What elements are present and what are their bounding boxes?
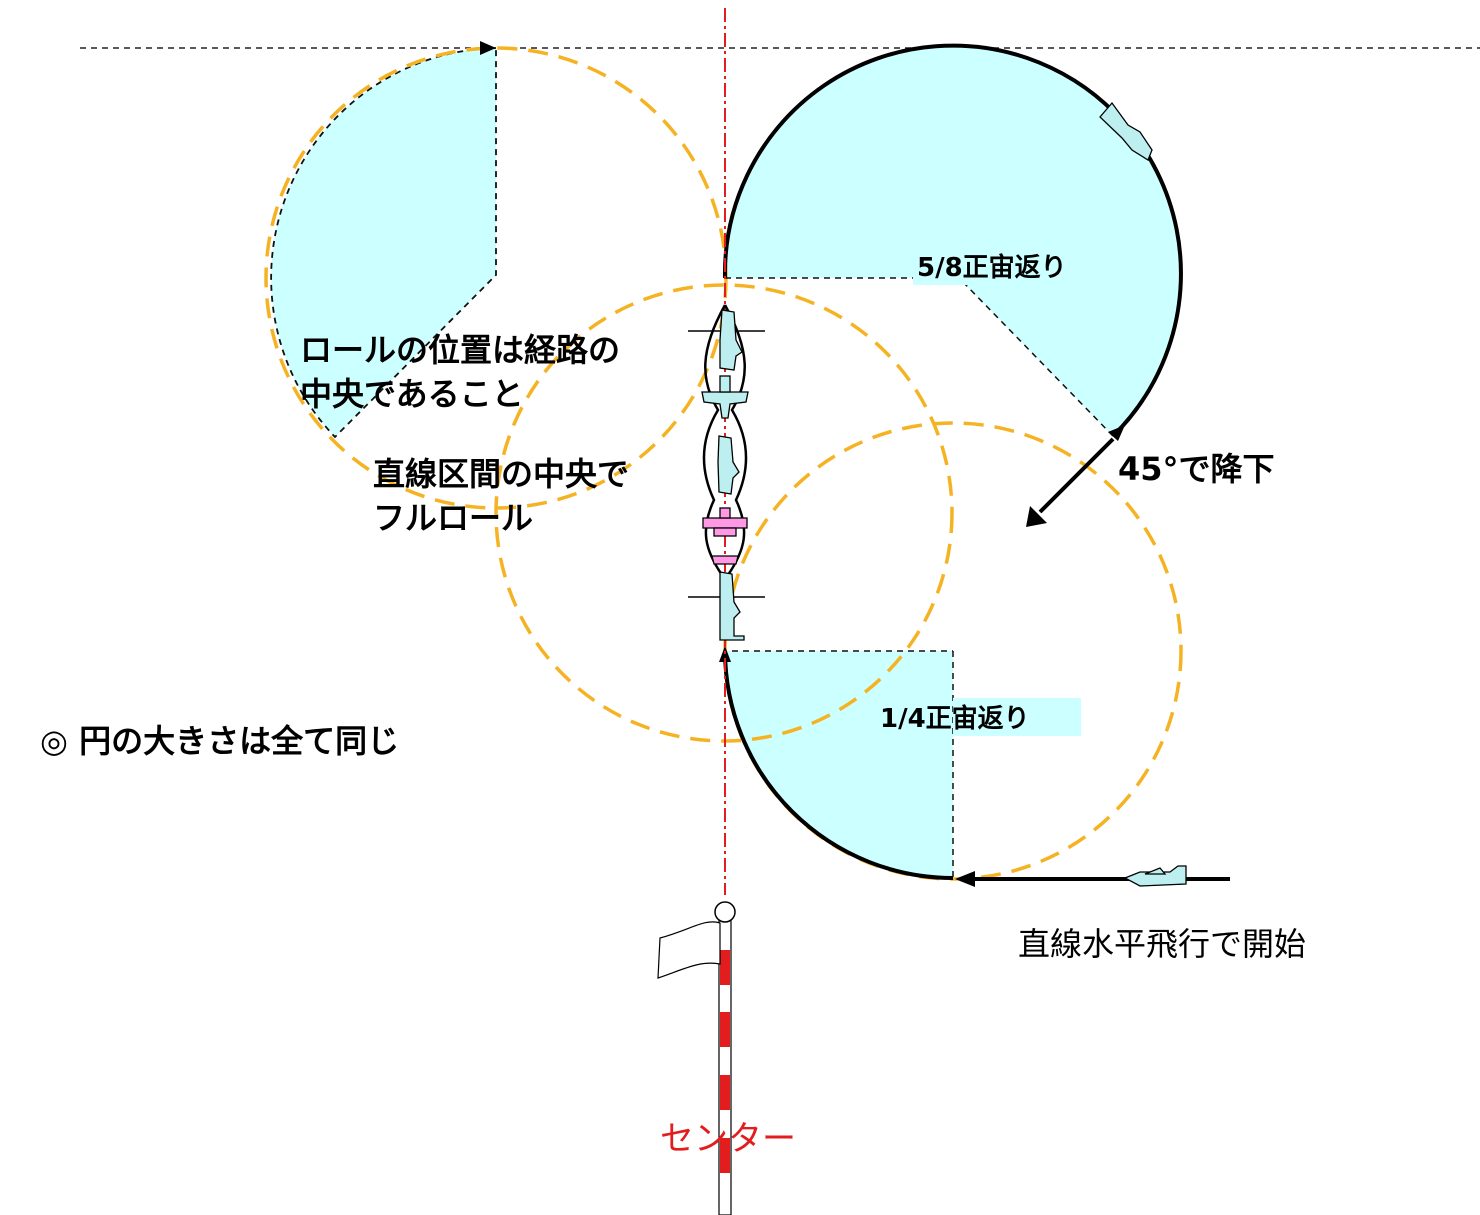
aircraft-icon bbox=[1123, 865, 1187, 887]
five-eighths-loop-fill bbox=[724, 45, 1181, 436]
vertical-up-arrowhead bbox=[719, 646, 731, 662]
label-full-roll-line1: 直線区間の中央で bbox=[373, 455, 629, 493]
descent-line bbox=[1038, 437, 1115, 514]
label-five-eighths-loop: 5/8正宙返り bbox=[917, 252, 1067, 283]
construction-lines bbox=[725, 277, 1114, 878]
label-bg-five-eighths bbox=[913, 247, 1033, 285]
label-descent: 45°で降下 bbox=[1118, 450, 1275, 488]
roll-path-left bbox=[702, 304, 727, 576]
five-eighths-radius-diag bbox=[962, 281, 1114, 437]
descent-arrowhead bbox=[1026, 506, 1047, 527]
entry-arrowhead bbox=[955, 871, 975, 887]
aircraft-icon bbox=[719, 309, 743, 371]
descent-top-arrowhead bbox=[1108, 425, 1125, 441]
aircraft-icon bbox=[701, 375, 749, 419]
full-roll-figure bbox=[688, 304, 765, 641]
roll-path-right bbox=[723, 304, 748, 576]
flag-icon bbox=[657, 921, 721, 979]
label-start: 直線水平飛行で開始 bbox=[1018, 925, 1306, 963]
aircraft-icon bbox=[717, 435, 740, 495]
aircraft-icon bbox=[1099, 101, 1153, 161]
label-full-roll-line2: フルロール bbox=[373, 499, 533, 537]
label-roll-position-line1: ロールの位置は経路の bbox=[300, 331, 620, 369]
upper-left-loop-fill bbox=[270, 47, 497, 439]
aircraft-icon-inverted bbox=[702, 507, 748, 565]
label-center: センター bbox=[660, 1119, 796, 1159]
center-pole-icon bbox=[714, 901, 736, 1215]
label-circles-note: ◎ 円の大きさは全て同じ bbox=[40, 722, 399, 760]
five-eighths-loop-path bbox=[722, 43, 1183, 438]
label-quarter-loop: 1/4正宙返り bbox=[880, 703, 1030, 734]
aircraft-icon bbox=[719, 571, 745, 641]
label-bg-quarter bbox=[953, 698, 1081, 736]
label-roll-position-line2: 中央であること bbox=[300, 375, 524, 413]
top-arrowhead bbox=[480, 41, 496, 55]
quarter-loop-fill bbox=[725, 651, 953, 878]
quarter-loop-path bbox=[723, 650, 954, 880]
